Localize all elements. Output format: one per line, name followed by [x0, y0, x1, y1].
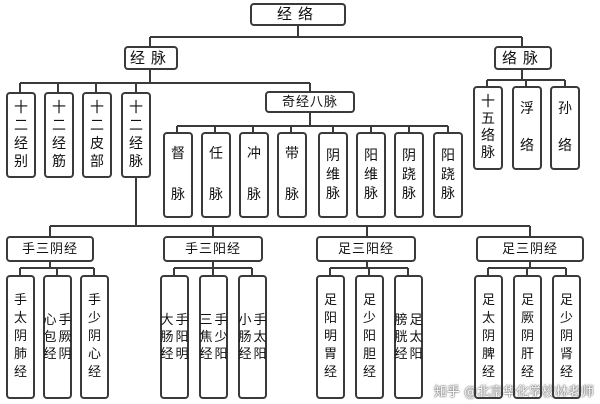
channel-label: 足少阳胆经 — [362, 293, 376, 380]
channel-node: 手太阴肺经 — [6, 275, 35, 399]
node-luomai: 络脉 — [494, 46, 552, 70]
bamai-label: 带脉 — [285, 146, 299, 203]
luo-label: 浮络 — [520, 101, 534, 154]
luo-node-2: 浮络 — [512, 86, 542, 170]
channel-node: 手少阴心经 — [80, 275, 109, 399]
channel-node: 足太阴脾经 — [474, 275, 503, 399]
channel-node: 小肠经手太阳 — [238, 275, 267, 399]
channel-label: 小肠经手太阳 — [238, 312, 266, 363]
node-shier-pibu: 十二皮部 — [82, 92, 112, 178]
channel-label-col: 手厥阴 — [58, 312, 72, 362]
channel-label: 膀胱经足太阳 — [394, 312, 422, 363]
channel-label-col: 大肠经 — [160, 312, 174, 362]
luo-label: 孙络 — [558, 101, 572, 154]
luo-node-3: 孙络 — [550, 86, 580, 170]
channel-node: 足少阴肾经 — [552, 275, 581, 399]
group-header-2: 手三阳经 — [163, 236, 263, 262]
group-header-4: 足三阴经 — [476, 236, 584, 262]
node-shier-jingmai: 十二经脉 — [121, 92, 151, 178]
channel-label-col: 手太阳 — [253, 312, 267, 362]
node-shier-jingbie: 十二经别 — [6, 92, 36, 178]
label-shier-jingmai: 十二经脉 — [129, 100, 143, 170]
node-jingmai: 经脉 — [124, 46, 178, 70]
channel-node: 足阳明胃经 — [316, 275, 345, 399]
bamai-node-1: 督脉 — [163, 132, 193, 218]
channel-label: 心包经手厥阴 — [43, 312, 71, 363]
group-header-1: 手三阴经 — [6, 236, 94, 262]
channel-node: 足厥阴肝经 — [513, 275, 542, 399]
bamai-node-8: 阳跷脉 — [433, 132, 463, 218]
channel-node: 大肠经手阳明 — [160, 275, 189, 399]
channel-label-col: 小肠经 — [238, 312, 252, 362]
bamai-label: 阳跷脉 — [441, 147, 455, 202]
bamai-label: 督脉 — [171, 146, 185, 203]
channel-node: 心包经手厥阴 — [43, 275, 72, 399]
channel-label-col: 手阳明 — [175, 312, 189, 362]
label-shier-jingjin: 十二经筋 — [52, 100, 66, 170]
bamai-label: 阴跷脉 — [402, 147, 416, 202]
luo-label: 十五络脉 — [481, 94, 495, 161]
channel-node: 三焦经手少阳 — [199, 275, 228, 399]
bamai-label: 冲脉 — [247, 146, 261, 203]
bamai-label: 任脉 — [209, 146, 223, 203]
channel-label-col: 手少阳 — [214, 312, 228, 362]
channel-label: 足太阴脾经 — [481, 293, 495, 380]
channel-label: 手太阴肺经 — [13, 293, 27, 380]
bamai-node-2: 任脉 — [201, 132, 231, 218]
node-root: 经络 — [250, 3, 346, 26]
luo-node-1: 十五络脉 — [473, 86, 503, 170]
channel-label-col: 心包经 — [43, 312, 57, 362]
channel-label: 大肠经手阳明 — [160, 312, 188, 363]
bamai-node-7: 阴跷脉 — [394, 132, 424, 218]
label-shier-pibu: 十二皮部 — [90, 100, 104, 170]
channel-label: 手少阴心经 — [87, 293, 101, 380]
bamai-node-6: 阳维脉 — [356, 132, 386, 218]
label-shier-jingbie: 十二经别 — [14, 100, 28, 170]
node-qijing-bamai: 奇经八脉 — [265, 91, 355, 113]
channel-label-col: 膀胱经 — [394, 312, 408, 362]
channel-label-col: 足太阳 — [409, 312, 423, 362]
group-header-3: 足三阳经 — [316, 236, 416, 262]
channel-label: 足阳明胃经 — [323, 293, 337, 380]
bamai-label: 阴维脉 — [326, 147, 340, 202]
channel-label: 足少阴肾经 — [559, 293, 573, 380]
channel-node: 足少阳胆经 — [355, 275, 384, 399]
node-shier-jingjin: 十二经筋 — [44, 92, 74, 178]
bamai-node-4: 带脉 — [277, 132, 307, 218]
channel-label: 足厥阴肝经 — [520, 293, 534, 380]
bamai-label: 阳维脉 — [364, 147, 378, 202]
bamai-node-5: 阴维脉 — [318, 132, 348, 218]
channel-label: 三焦经手少阳 — [199, 312, 227, 363]
channel-node: 膀胱经足太阳 — [394, 275, 423, 399]
bamai-node-3: 冲脉 — [239, 132, 269, 218]
channel-label-col: 三焦经 — [199, 312, 213, 362]
